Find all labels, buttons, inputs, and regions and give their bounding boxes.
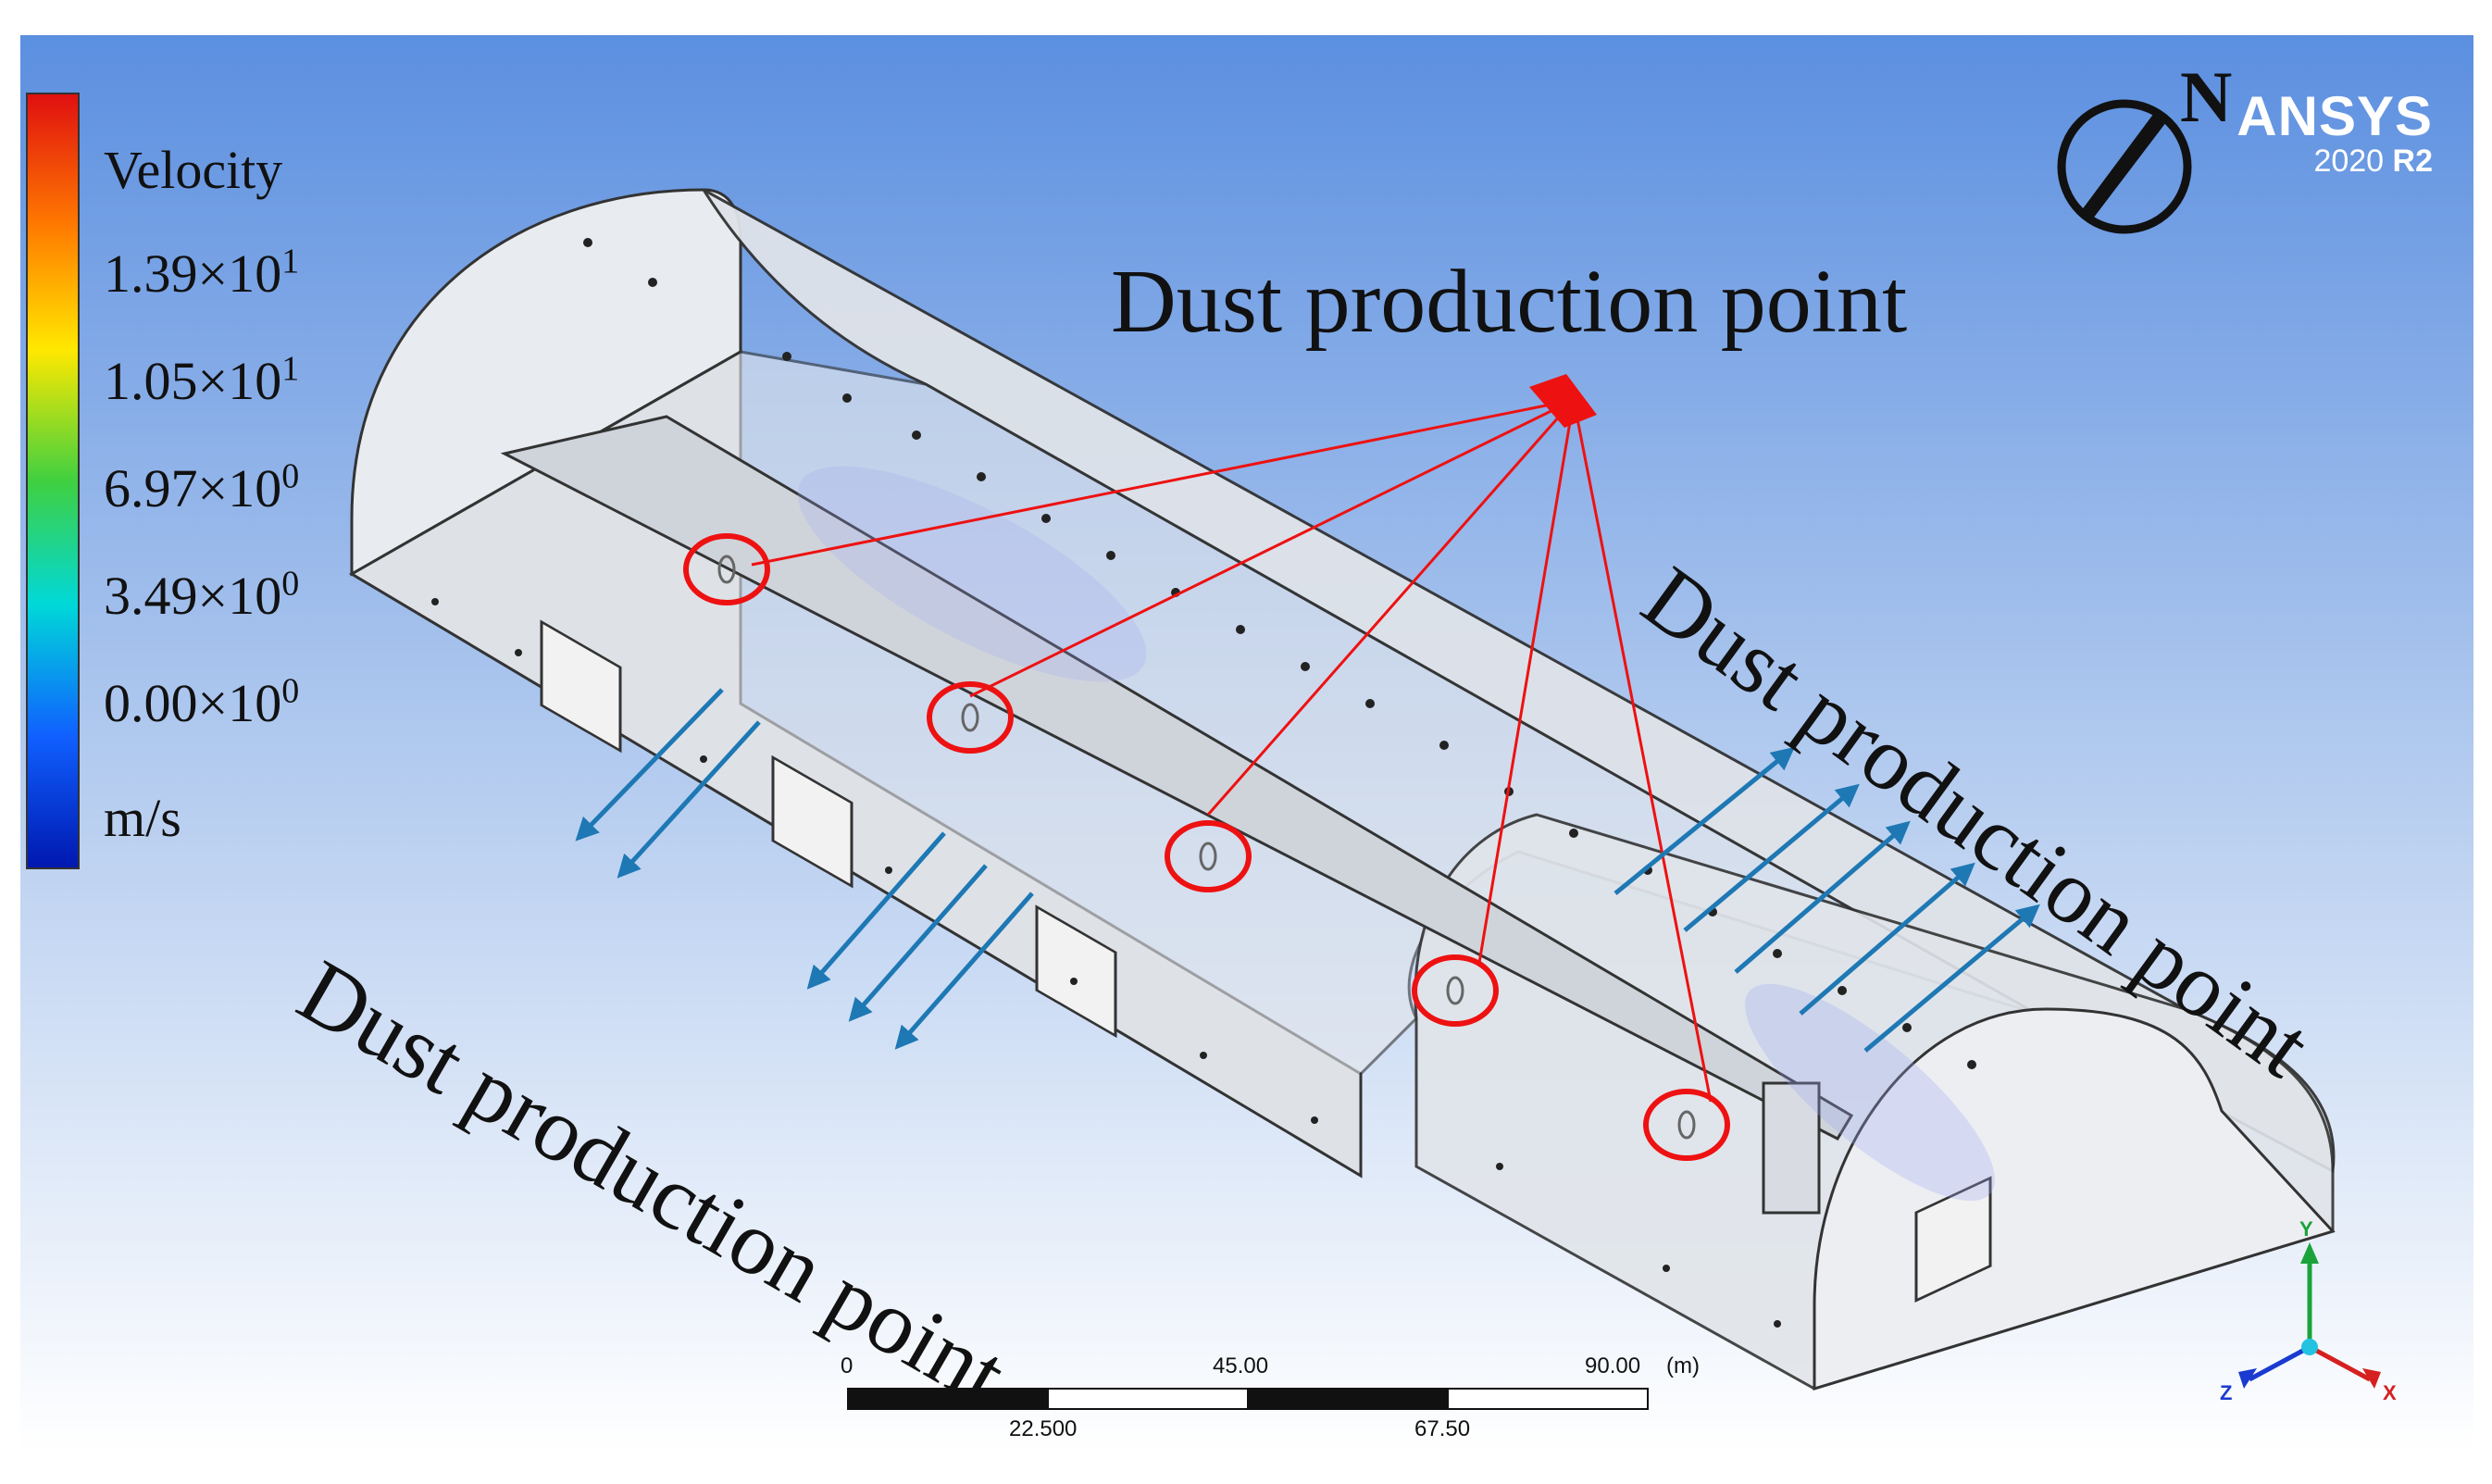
ansys-logo: ANSYS 2020 R2 (2237, 89, 2433, 179)
flow-arrows-left (575, 688, 1034, 1050)
portal-opening-1 (540, 619, 622, 754)
velocity-colorbar (26, 93, 80, 869)
legend-level-3: 6.97×100 (104, 456, 300, 518)
scalebar-label-90: 90.00 (1585, 1353, 1641, 1378)
flow-hint-1 (797, 466, 1147, 682)
legend-title: Velocity (104, 140, 283, 200)
portal-opening-4 (1914, 1176, 1992, 1303)
axis-triad-icon (2238, 1242, 2381, 1389)
logo-brand: ANSYS (2237, 85, 2433, 147)
portal-opening-2 (771, 754, 854, 889)
flow-arrows-right (1614, 746, 2040, 1053)
logo-version: 2020 (2313, 143, 2385, 179)
scalebar-label-0: 0 (841, 1353, 854, 1378)
compass-icon (2057, 99, 2192, 234)
legend-level-5: 0.00×100 (104, 671, 300, 733)
legend-unit: m/s (104, 788, 181, 848)
legend-level-4: 3.49×100 (104, 564, 300, 626)
logo-release: R2 (2392, 143, 2433, 179)
belt-conveyor (500, 415, 1854, 1141)
scale-bar (847, 1388, 1649, 1410)
triad-z-label: Z (2220, 1381, 2233, 1404)
portal-opening-3 (1035, 904, 1117, 1039)
tunnel-model (349, 188, 2336, 1391)
annotation-top: Dust production point (1111, 252, 1908, 352)
hole-dots (431, 238, 1976, 1328)
dust-point-circles (683, 533, 1730, 1161)
scalebar-label-45: 45.00 (1213, 1353, 1269, 1378)
flow-hint-2 (1745, 983, 1995, 1202)
end-structure (1762, 1081, 1821, 1215)
compass-letter: N (2180, 56, 2233, 137)
red-leader-lines (751, 398, 1713, 1103)
scalebar-label-22: 22.500 (1009, 1416, 1078, 1441)
dust-point-symbols (717, 555, 1696, 1140)
triad-y-label: Y (2299, 1217, 2313, 1241)
dust-marker (1529, 374, 1597, 428)
triad-x-label: X (2383, 1381, 2397, 1404)
legend-level-2: 1.05×101 (104, 349, 300, 411)
legend-level-1: 1.39×101 (104, 242, 300, 304)
scalebar-label-67: 67.50 (1414, 1416, 1471, 1441)
tunnel-end-face-right (1813, 1007, 2336, 1391)
scalebar-unit: (m) (1666, 1353, 1700, 1378)
